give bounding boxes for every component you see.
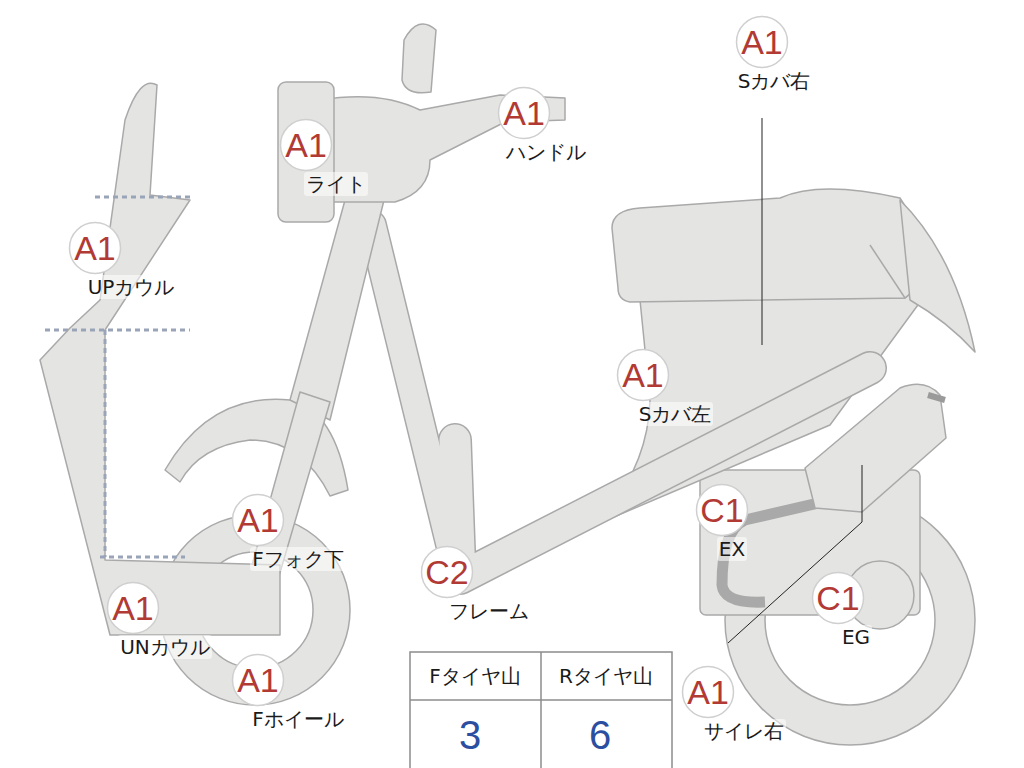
cowl-split — [104, 330, 107, 557]
part-name: Fフォク下 — [250, 547, 346, 571]
damage-callout: C1EX — [695, 483, 749, 561]
damage-callout: A1ライト — [274, 118, 338, 196]
damage-code: C1 — [695, 483, 749, 537]
frame — [455, 368, 870, 578]
part-name: サイレ右 — [702, 719, 786, 743]
part-name: UPカウル — [86, 275, 177, 299]
callout-badge: C1 — [695, 483, 749, 537]
damage-callout: A1UNカウル — [86, 581, 180, 659]
frame-edge — [455, 368, 870, 578]
table-rule — [540, 652, 542, 768]
part-name: EX — [717, 537, 747, 561]
callout-badge: A1 — [497, 86, 551, 140]
tail-cowl — [900, 200, 975, 352]
leader-line — [762, 118, 763, 345]
damage-callout: A1Sカバ左 — [605, 348, 682, 426]
damage-callout: C1EG — [811, 571, 865, 649]
damage-callout: A1UPカウル — [50, 221, 141, 299]
callout-badge: A1 — [279, 118, 333, 172]
seat-seam — [870, 245, 905, 298]
callout-badge: A1 — [616, 348, 670, 402]
damage-code: A1 — [231, 493, 285, 547]
callout-badge: A1 — [231, 653, 285, 707]
damage-code: A1 — [106, 581, 160, 635]
damage-code: A1 — [279, 118, 333, 172]
damage-code: A1 — [735, 15, 789, 69]
callout-badge: A1 — [681, 665, 735, 719]
part-name: ハンドル — [504, 140, 588, 164]
part-name: UNカウル — [118, 635, 212, 659]
callout-badge: A1 — [231, 493, 285, 547]
damage-code: A1 — [497, 86, 551, 140]
table-frame — [410, 652, 672, 768]
seat — [612, 189, 942, 302]
tread-value: 6 — [589, 713, 611, 758]
damage-code: A1 — [681, 665, 735, 719]
table-header: Rタイヤ山 — [559, 663, 653, 690]
damage-code: A1 — [616, 348, 670, 402]
damage-code: A1 — [231, 653, 285, 707]
part-name: EG — [840, 625, 872, 649]
callout-badge: A1 — [106, 581, 160, 635]
damage-callout: A1Sカバ右 — [724, 15, 801, 93]
damage-callout: A1ハンドル — [482, 86, 566, 164]
damage-callout: A1Fホイール — [210, 653, 306, 731]
damage-callout: A1Fフォク下 — [210, 493, 306, 571]
damage-code: C2 — [420, 545, 474, 599]
mirror — [402, 24, 436, 93]
part-name: Sカバ左 — [637, 402, 714, 426]
front-cowl — [40, 83, 280, 635]
table-header: Fタイヤ山 — [429, 663, 521, 690]
damage-code: C1 — [811, 571, 865, 625]
callout-badge: A1 — [68, 221, 122, 275]
tread-value: 3 — [459, 713, 481, 758]
callout-badge: C1 — [811, 571, 865, 625]
cowl-split — [95, 196, 190, 199]
headlight — [278, 82, 334, 222]
tread-table — [410, 652, 672, 768]
tail-pipe — [928, 395, 945, 400]
damage-callout: A1サイレ右 — [666, 665, 750, 743]
cowl-split — [100, 556, 185, 559]
callout-badge: A1 — [735, 15, 789, 69]
cowl-split — [45, 329, 190, 332]
part-name: Fホイール — [250, 707, 346, 731]
callout-badge: C2 — [420, 545, 474, 599]
damage-code: A1 — [68, 221, 122, 275]
part-name: フレーム — [447, 599, 531, 623]
part-name: Sカバ右 — [736, 69, 813, 93]
damage-callout: C2フレーム — [405, 545, 489, 623]
part-name: ライト — [304, 172, 368, 196]
